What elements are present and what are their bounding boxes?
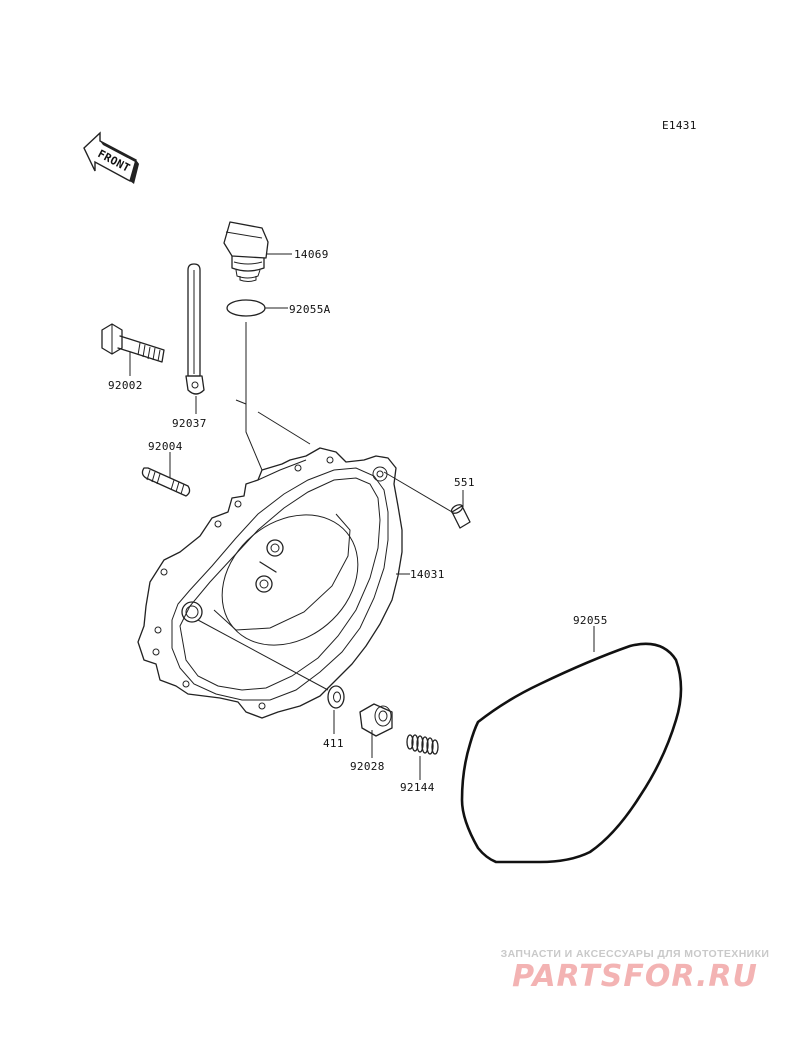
clutch-cover-part[interactable] [137,447,403,719]
watermark-logo: PARTSFOR.RU [512,959,758,994]
gasket-part[interactable] [460,642,683,864]
watermark: ЗАПЧАСТИ И АКСЕССУАРЫ ДЛЯ МОТОТЕХНИКИ PA… [480,948,790,994]
label-92028: 92028 [350,760,385,773]
stud-part[interactable] [141,467,191,497]
watermark-caption: ЗАПЧАСТИ И АКСЕССУАРЫ ДЛЯ МОТОТЕХНИКИ [500,948,770,960]
label-92055: 92055 [573,614,608,627]
bolt-part[interactable] [101,323,165,363]
label-92004: 92004 [148,440,183,453]
front-arrow-icon: FRONT [83,131,139,184]
label-92037: 92037 [172,417,207,430]
diagram-code: E1431 [662,119,697,132]
label-411: 411 [323,737,344,750]
washer-part[interactable] [327,685,345,709]
spring-part[interactable] [406,734,439,755]
label-92055A: 92055A [289,303,331,316]
label-92144: 92144 [400,781,435,794]
label-14031: 14031 [410,568,445,581]
label-551: 551 [454,476,475,489]
o-ring-part[interactable] [226,299,266,317]
collar-part[interactable] [359,703,393,737]
dipstick-part[interactable] [185,263,205,395]
label-92002: 92002 [108,379,143,392]
label-14069: 14069 [294,248,329,261]
oil-filler-cap-part[interactable] [223,221,269,282]
dowel-pin-part[interactable] [450,503,471,529]
